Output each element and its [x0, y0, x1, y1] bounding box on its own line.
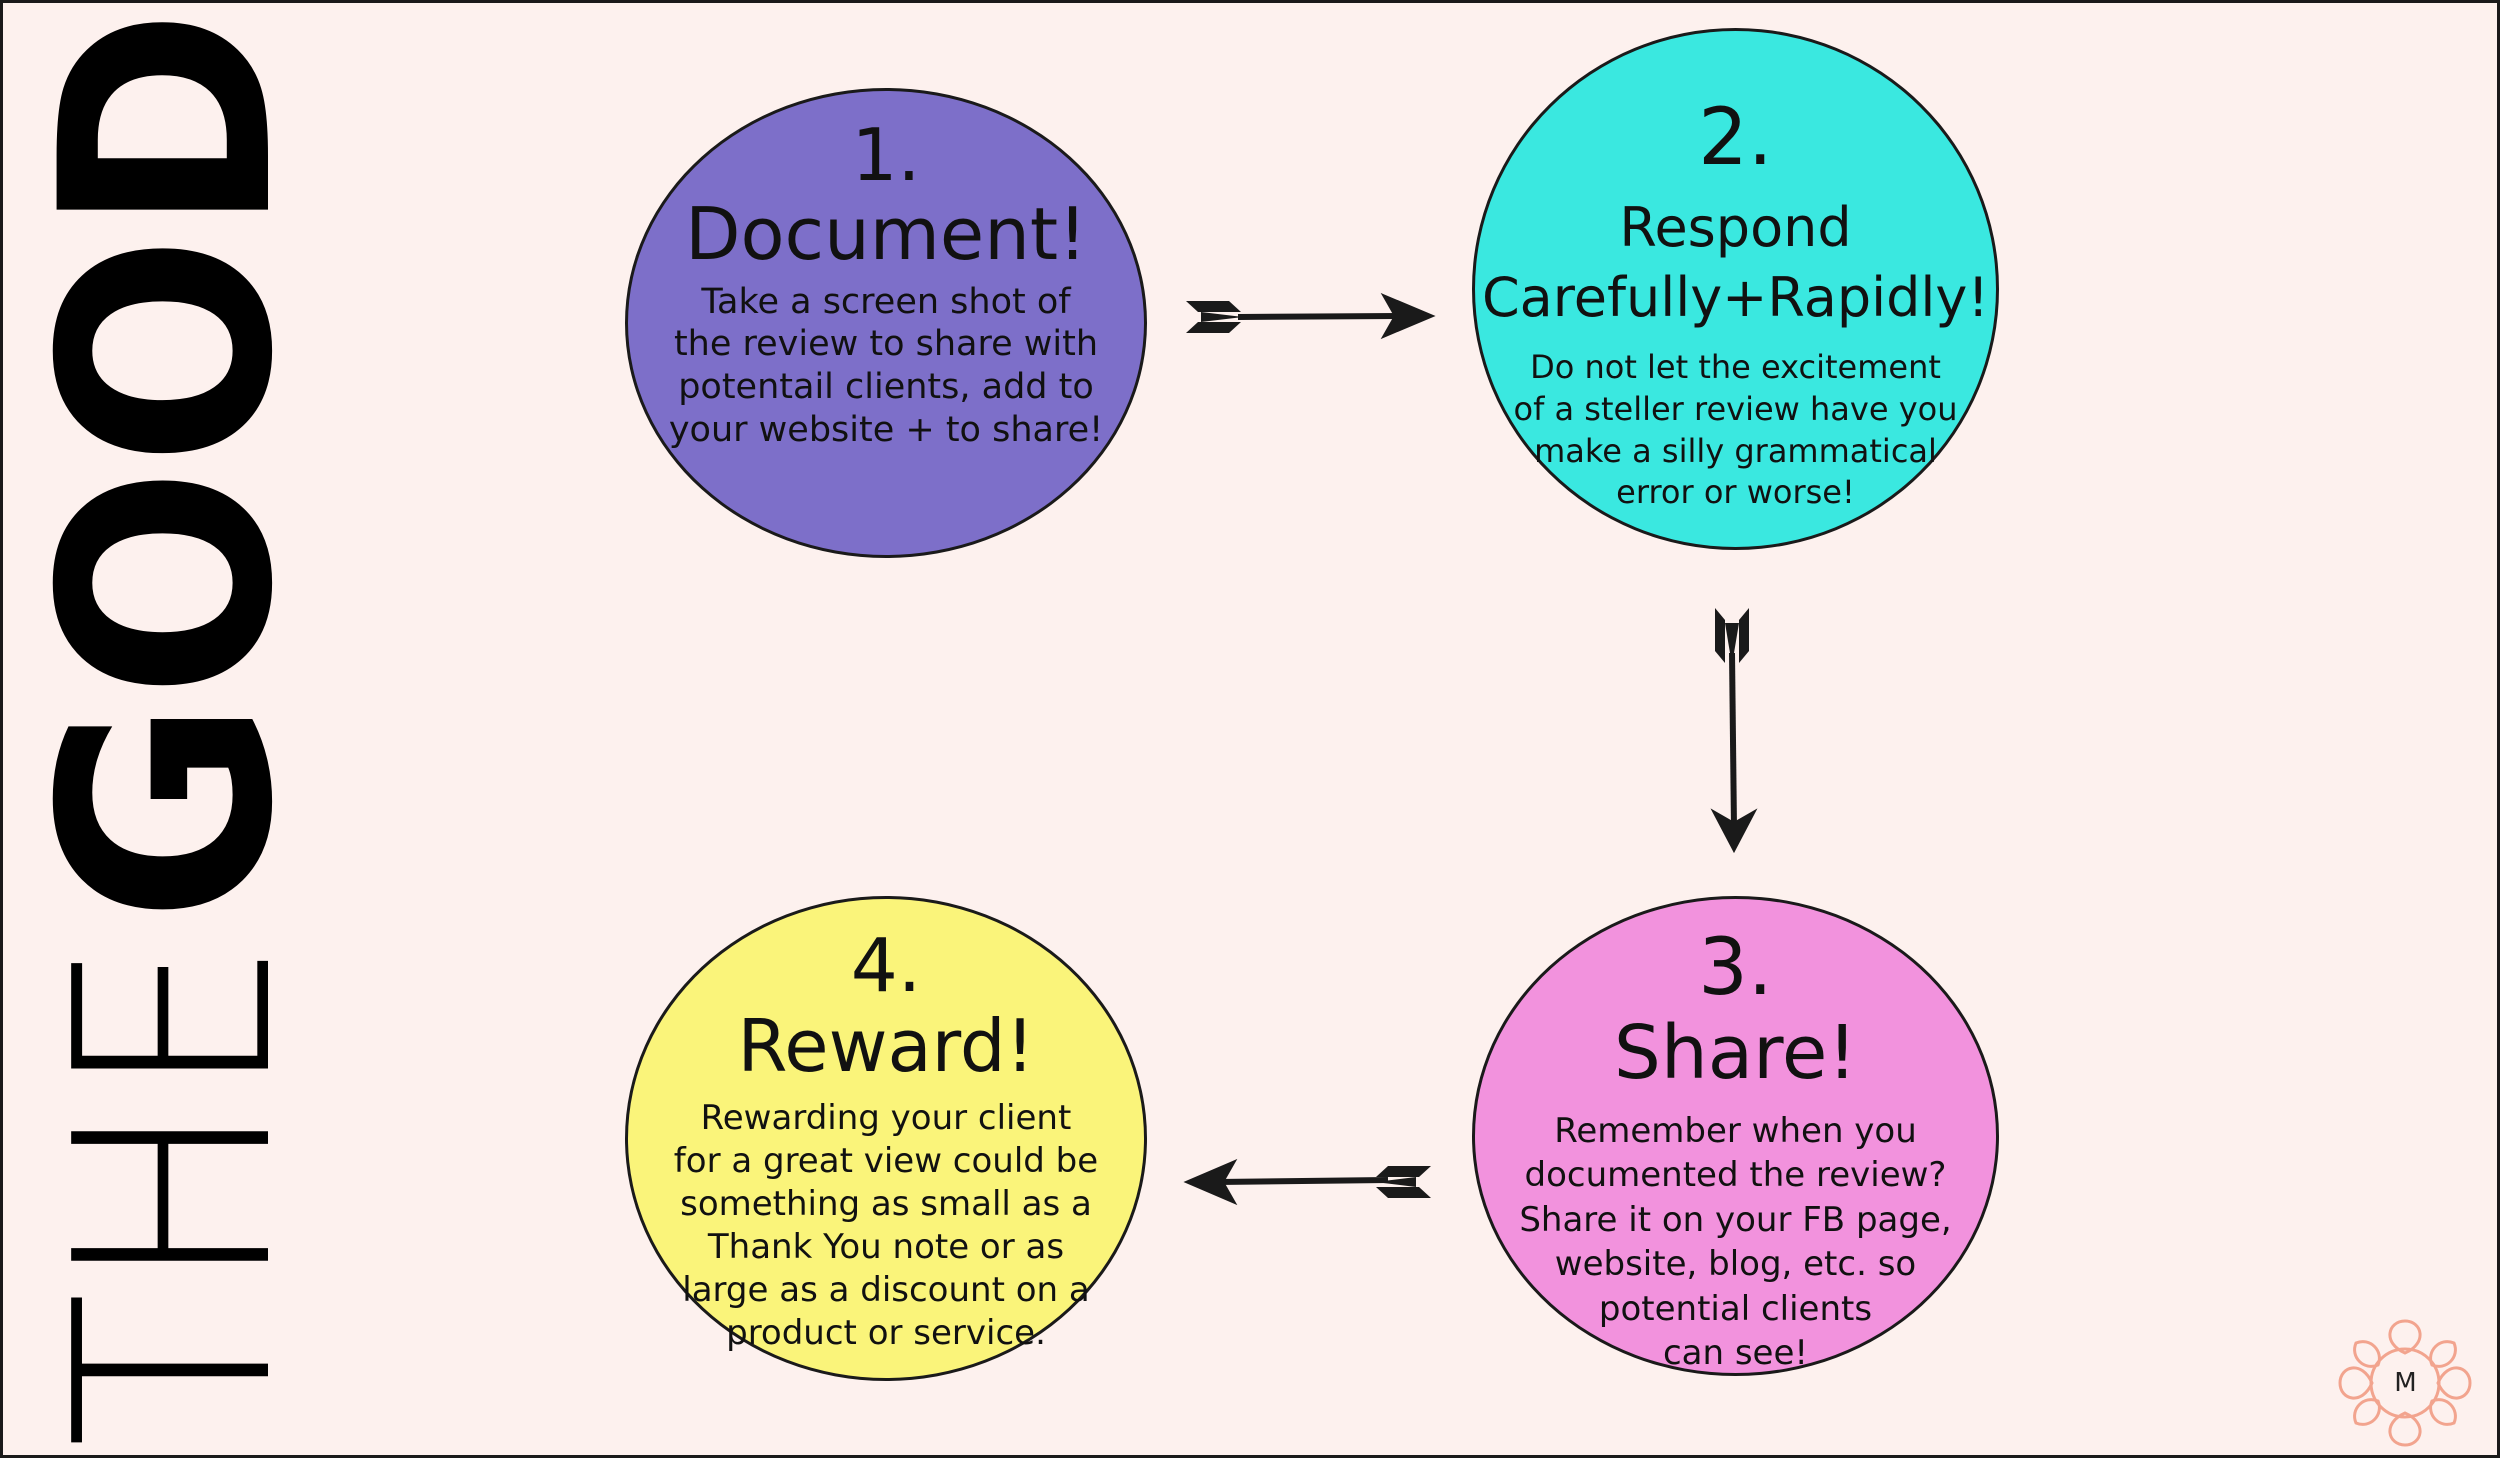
side-title-the: THE: [23, 938, 283, 1448]
step-number: 3.: [1698, 923, 1773, 1013]
side-title-good: GOOD: [23, 8, 283, 923]
flow-arrows: [1183, 292, 1758, 1206]
step-document: 1. Document! Take a screen shot of the r…: [625, 88, 1147, 558]
step-title: Share!: [1613, 1010, 1858, 1096]
step-description: Take a screen shot of the review to shar…: [668, 281, 1104, 450]
step-respond: 2. Respond Carefully+Rapidly! Do not let…: [1472, 28, 1999, 550]
step-number: 2.: [1698, 93, 1773, 183]
step-title: Reward!: [737, 1004, 1035, 1088]
step-share: 3. Share! Remember when you documented t…: [1472, 896, 1999, 1376]
step-title: Document!: [685, 192, 1087, 276]
side-title: THE GOOD: [23, 3, 283, 1455]
step-title: Respond Carefully+Rapidly!: [1481, 196, 1990, 330]
step-number: 1.: [851, 113, 921, 197]
brand-logo: M: [2318, 1313, 2493, 1453]
step-description: Remember when you documented the review?…: [1519, 1110, 1952, 1374]
arrow-left-icon: [1183, 1158, 1431, 1206]
step-reward: 4. Reward! Rewarding your client for a g…: [625, 896, 1147, 1381]
logo-knot-icon: [2338, 1319, 2472, 1447]
step-description: Rewarding your client for a great view c…: [673, 1097, 1099, 1354]
arrow-right-icon: [1186, 292, 1436, 340]
step-number: 4.: [850, 923, 922, 1009]
step-description: Do not let the excitement of a steller r…: [1513, 348, 1958, 512]
logo-letter: M: [2394, 1368, 2417, 1398]
arrow-down-icon: [1710, 608, 1758, 854]
